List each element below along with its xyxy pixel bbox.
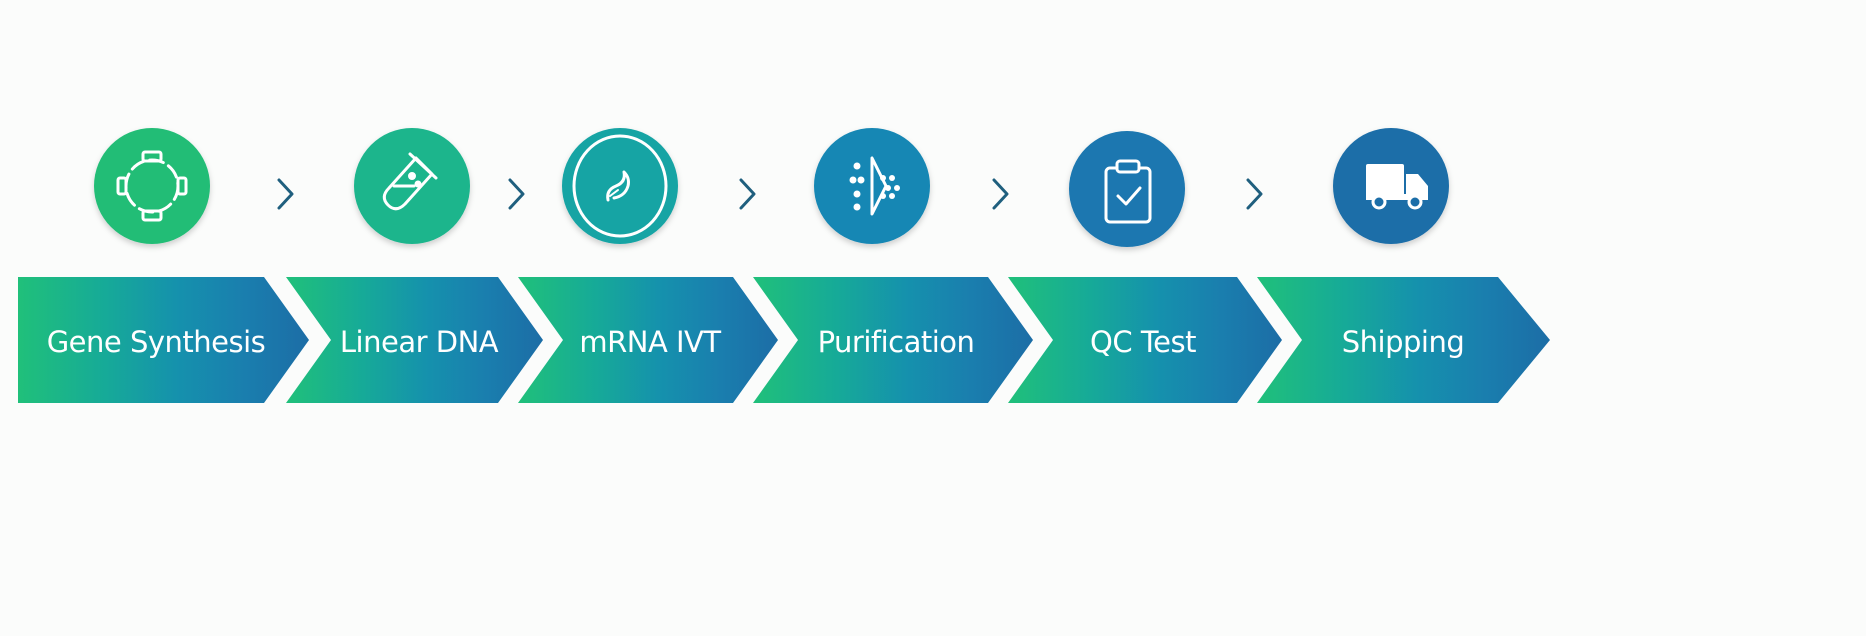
chevron-step-3 — [518, 277, 778, 403]
chevron-step-6 — [1257, 277, 1550, 403]
test-tube-icon — [382, 152, 438, 211]
connector-arrow-3 — [739, 178, 756, 210]
step-label-qc-test: QC Test — [1090, 325, 1196, 359]
chevron-step-2 — [286, 277, 543, 403]
icon-circle-1 — [94, 128, 210, 244]
connector-arrow-5 — [1246, 178, 1263, 210]
step-label-mrna-ivt: mRNA IVT — [579, 325, 721, 359]
filter-dots-icon — [849, 156, 900, 216]
step-label-shipping: Shipping — [1341, 325, 1465, 359]
connector-arrow-4 — [992, 178, 1009, 210]
rna-strand-icon — [572, 134, 668, 238]
chevron-step-1 — [18, 277, 309, 403]
process-flow-diagram: Gene Synthesis Linear DNA mRNA IVT Purif… — [18, 128, 1550, 403]
step-label-purification: Purification — [817, 325, 975, 359]
chevron-band — [18, 277, 1550, 403]
chevron-step-5 — [1008, 277, 1282, 403]
icon-circle-5 — [1069, 131, 1185, 247]
process-flow-graphic — [18, 128, 1550, 403]
truck-icon — [1366, 164, 1428, 210]
step-label-gene-synthesis: Gene Synthesis — [46, 325, 266, 359]
connector-arrow-2 — [508, 178, 525, 210]
step-label-linear-dna: Linear DNA — [339, 325, 499, 359]
icon-circle-3 — [562, 128, 678, 244]
connector-arrow-1 — [277, 178, 294, 210]
clipboard-check-icon — [1104, 159, 1152, 224]
chevron-step-4 — [753, 277, 1033, 403]
plasmid-icon — [116, 150, 188, 222]
